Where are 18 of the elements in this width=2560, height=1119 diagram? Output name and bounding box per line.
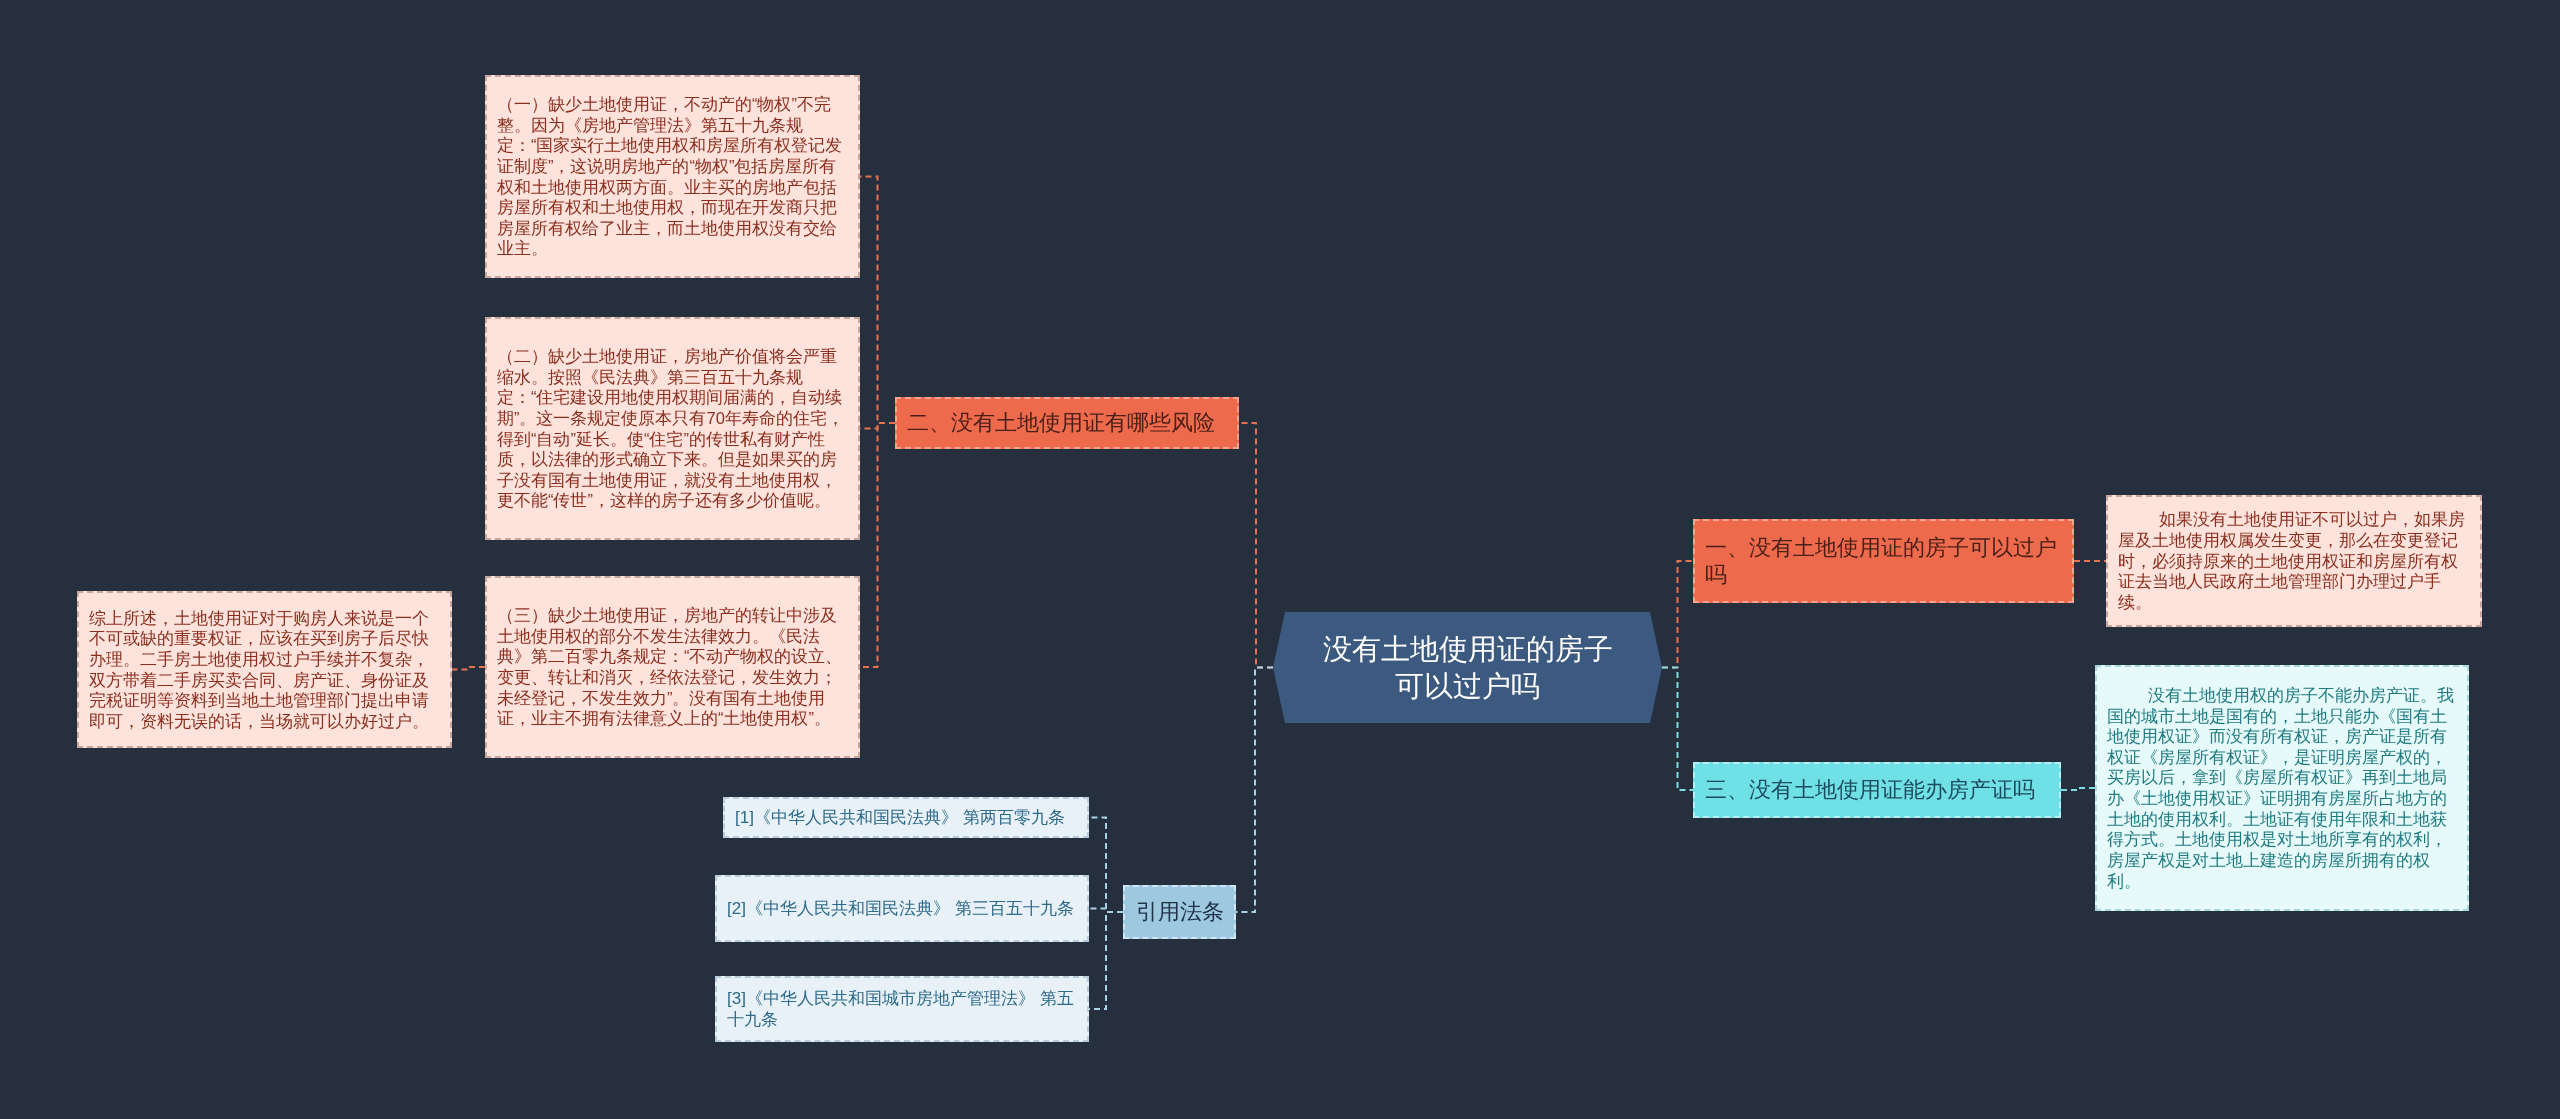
connector-line (451, 666, 486, 671)
note-box: 没有土地使用权的房子不能办房产证。我国的城市土地是国有的，土地只能办《国有土地使用权证》而没有所有权证，房产证是所有权证《房屋所有权证》，是证明房屋产权的，买房以后，拿到《房屋所有权证》再到土地局办《土地使用权证》证明拥有房屋所占地方的土地的使用权利。土地证有使用年限和土地获得方式。土地使用权是对土地所享有的权利，房屋产权是对土地上建造的房屋所拥有的权利。 (2095, 665, 2469, 911)
connector-line (1661, 666, 1694, 791)
note-box: （一）缺少土地使用证，不动产的“物权”不完整。因为《房地产管理法》第五十九条规定：“国家实行土地使用权和房屋所有权登记发证制度”，这说明房地产的“物权”包括房屋所有权和土地使用权两方面。业主买的房地产包括房屋所有权和土地使用权，而现在开发商只把房屋所有权给了业主，而土地使用权没有交给业主。 (485, 75, 860, 278)
topic-box: 一、没有土地使用证的房子可以过户吗 (1693, 519, 2074, 603)
topic-box: 三、没有土地使用证能办房产证吗 (1693, 762, 2061, 818)
topic-box: 引用法条 (1123, 885, 1236, 939)
connector-line (2060, 787, 2096, 791)
note-box: 综上所述，土地使用证对于购房人来说是一个不可或缺的重要权证，应该在买到房子后尽快办理。二手房土地使用权过户手续并不复杂，双方带着二手房买卖合同、房产证、身份证及完税证明等资料到当地土地管理部门提出申请即可，资料无误的话，当场就可以办好过户。 (77, 591, 452, 748)
central-topic: 没有土地使用证的房子可以过户吗 (1273, 612, 1662, 723)
note-box: 如果没有土地使用证不可以过户，如果房屋及土地使用权属发生变更，那么在变更登记时，必须持原来的土地使用权证和房屋所有权证去当地人民政府土地管理部门办理过户手续。 (2106, 495, 2482, 627)
note-box: （二）缺少土地使用证，房地产价值将会严重缩水。按照《民法典》第三百五十九条规定：“住宅建设用地使用权期间届满的，自动续期”。这一条规定使原本只有70年寿命的住宅，得到“自动”延长。使“住宅”的传世私有财产性质，以法律的形式确立下来。但是如果买的房子没有国有土地使用证，就没有土地使用权，更不能“传世”，这样的房子还有多少价值呢。 (485, 317, 860, 540)
topic-box: 二、没有土地使用证有哪些风险 (895, 397, 1239, 449)
note-box: （三）缺少土地使用证，房地产的转让中涉及土地使用权的部分不发生法律效力。《民法典》第二百零九条规定：“不动产物权的设立、变更、转让和消灭，经依法登记，发生效力；未经登记，不发生效力”。没有国有土地使用证，业主不拥有法律意义上的“土地使用权”。 (485, 576, 860, 758)
reference-box: [2]《中华人民共和国民法典》 第三百五十九条 (715, 875, 1089, 942)
connector-line (2073, 560, 2107, 562)
reference-box: [3]《中华人民共和国城市房地产管理法》 第五十九条 (715, 976, 1089, 1042)
reference-box: [1]《中华人民共和国民法典》 第两百零九条 (723, 797, 1089, 838)
